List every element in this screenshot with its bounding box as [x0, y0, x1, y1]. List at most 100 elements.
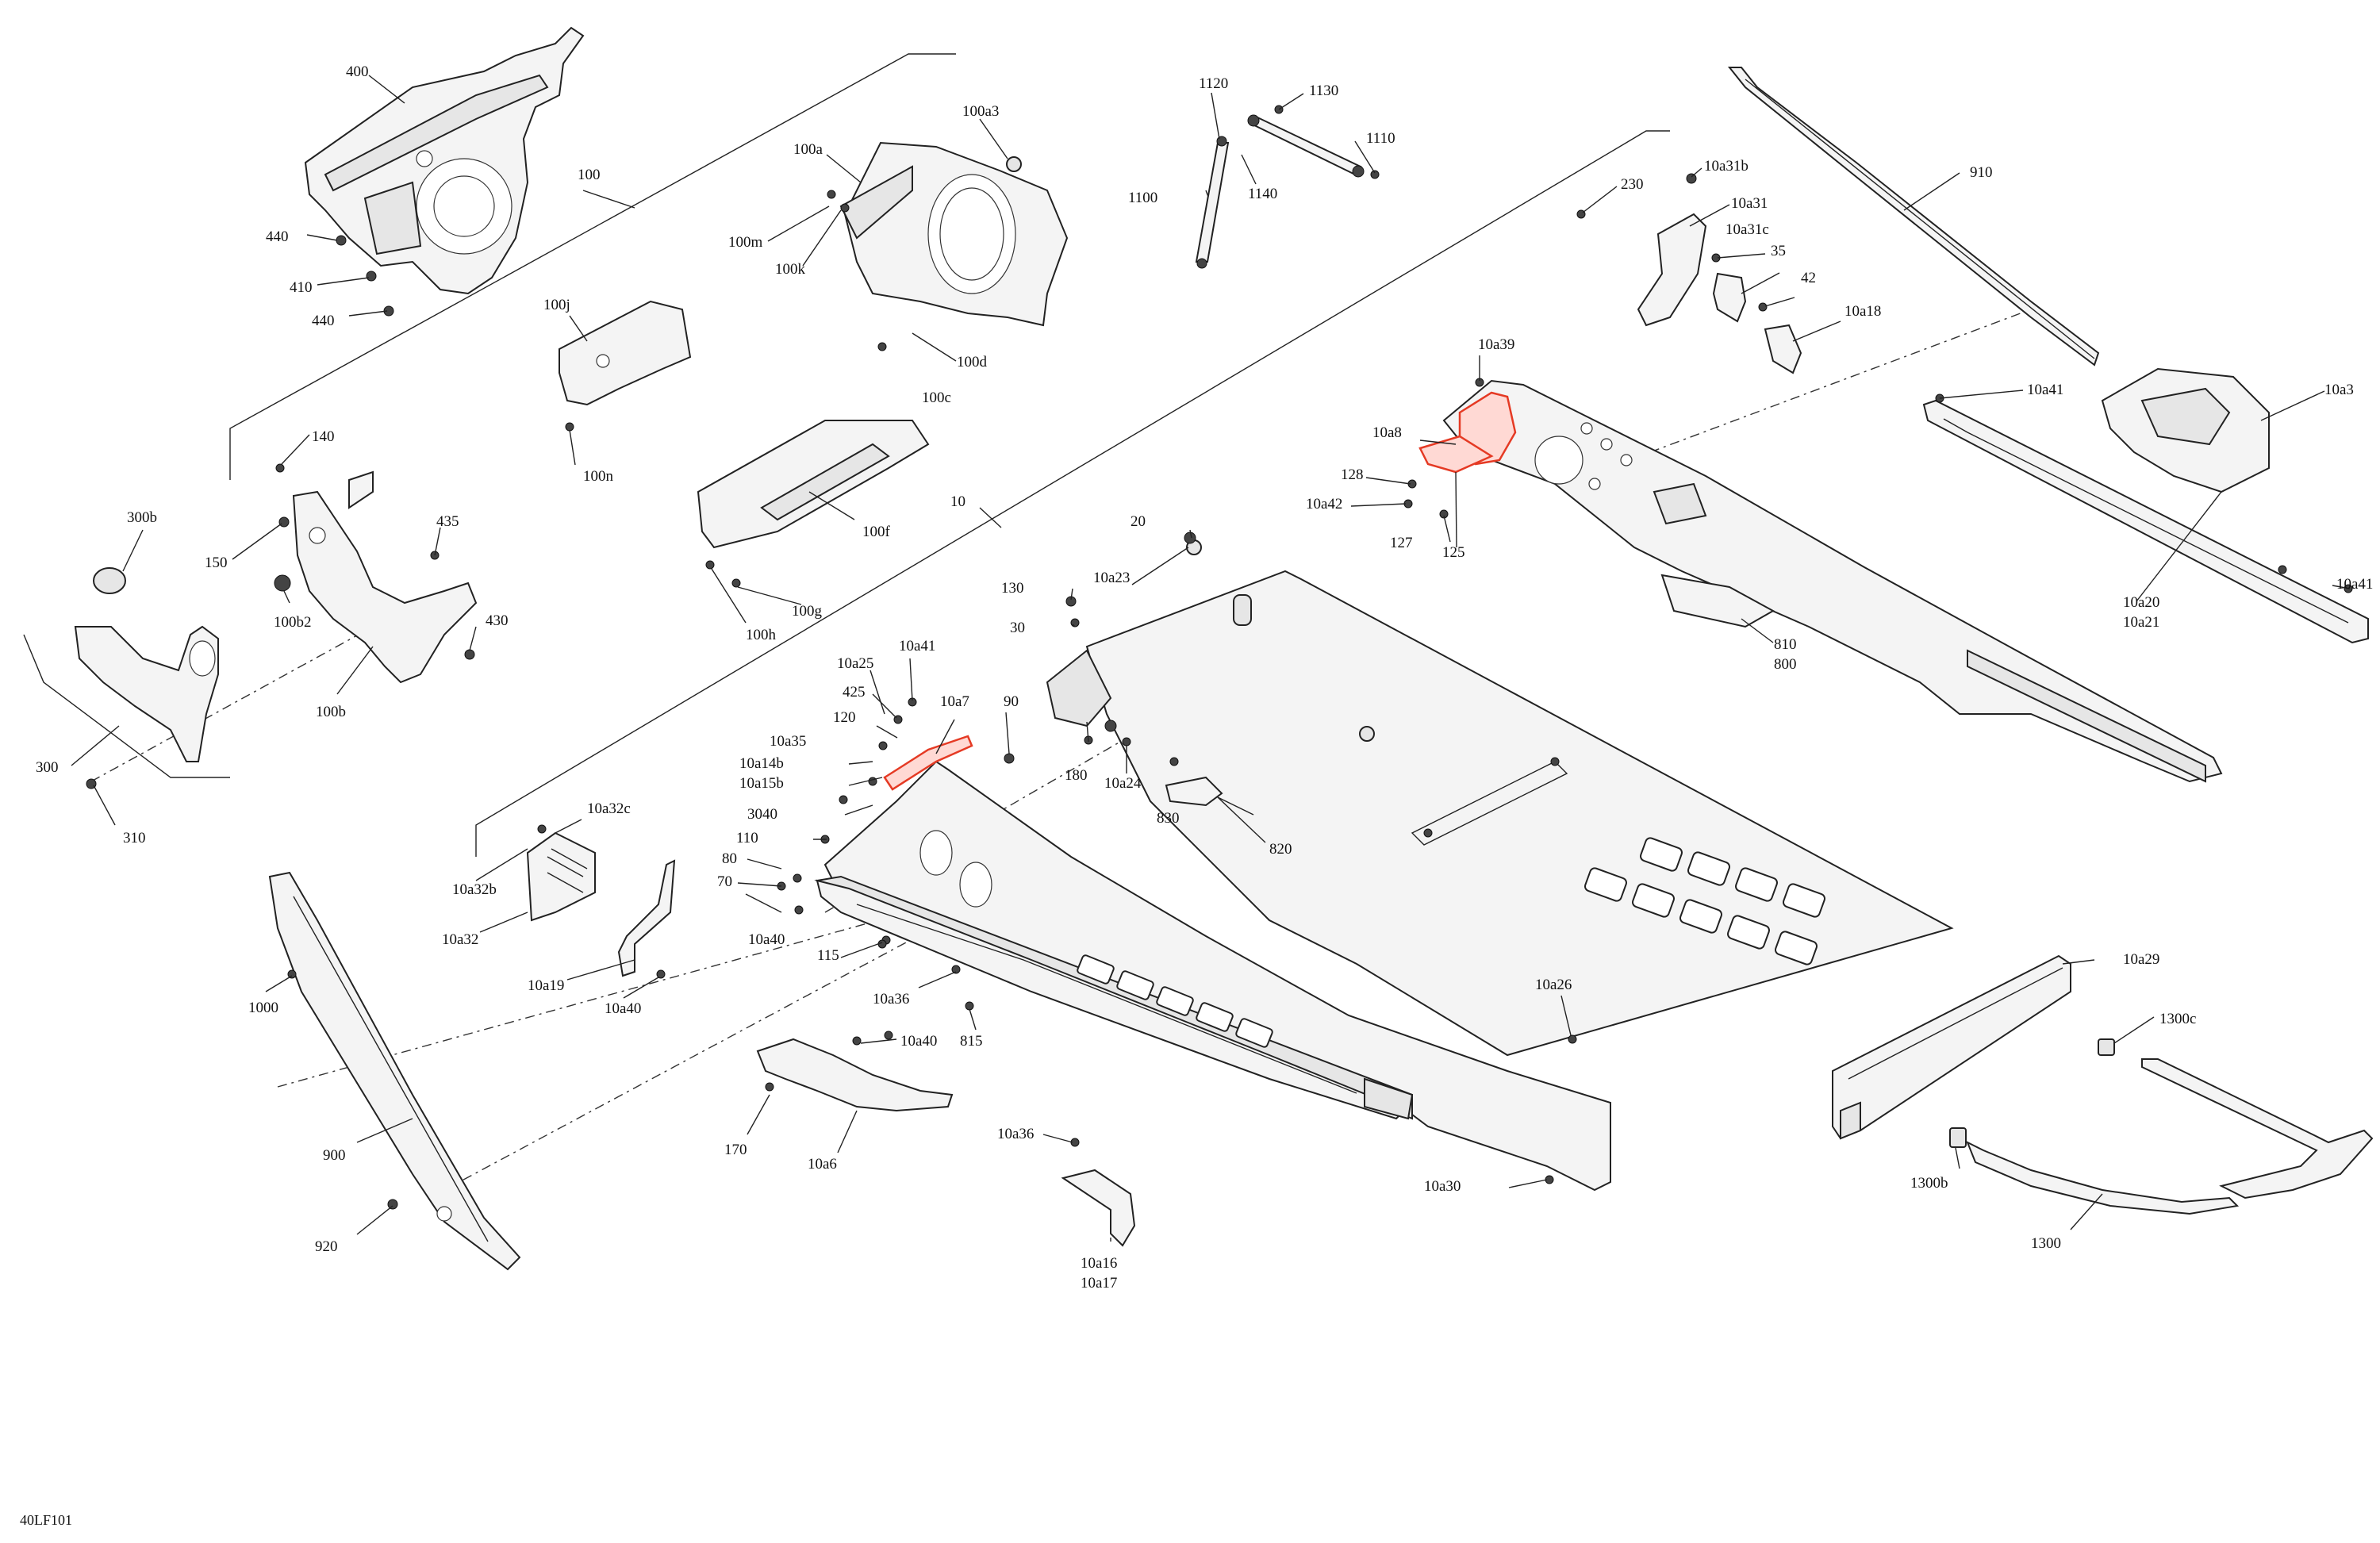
callout-430[interactable]: 430 [486, 612, 509, 629]
callout-100m[interactable]: 100m [728, 234, 763, 251]
callout-1300[interactable]: 1300 [2031, 1235, 2061, 1252]
callout-10a35[interactable]: 10a35 [770, 733, 806, 750]
callout-10a8[interactable]: 10a8 [1372, 424, 1402, 441]
callout-10a21[interactable]: 10a21 [2123, 614, 2159, 631]
callout-10a3[interactable]: 10a3 [2324, 382, 2354, 398]
callout-440[interactable]: 440 [266, 228, 289, 245]
callout-1100[interactable]: 1100 [1128, 190, 1157, 206]
callout-10a24[interactable]: 10a24 [1104, 775, 1142, 792]
callout-100c[interactable]: 100c [922, 390, 951, 406]
callout-42[interactable]: 42 [1801, 270, 1816, 286]
callout-10a40[interactable]: 10a40 [900, 1033, 937, 1050]
callout-128[interactable]: 128 [1341, 466, 1364, 483]
callout-100d[interactable]: 100d [957, 354, 988, 370]
callout-127[interactable]: 127 [1390, 535, 1413, 551]
callout-10a42[interactable]: 10a42 [1306, 496, 1342, 512]
callout-1000[interactable]: 1000 [248, 1000, 278, 1016]
callout-100j[interactable]: 100j [543, 297, 570, 313]
callout-10[interactable]: 10 [950, 493, 965, 510]
callout-1300c[interactable]: 1300c [2159, 1011, 2196, 1027]
callout-80[interactable]: 80 [722, 850, 737, 867]
callout-90[interactable]: 90 [1004, 693, 1019, 710]
callout-170[interactable]: 170 [724, 1142, 747, 1158]
callout-100a3[interactable]: 100a3 [962, 103, 999, 120]
callout-10a36[interactable]: 10a36 [873, 991, 909, 1008]
callout-10a6[interactable]: 10a6 [808, 1156, 837, 1173]
callout-10a7[interactable]: 10a7 [940, 693, 969, 710]
callout-10a16[interactable]: 10a16 [1081, 1255, 1117, 1272]
callout-1130[interactable]: 1130 [1309, 83, 1338, 99]
callout-800[interactable]: 800 [1774, 656, 1797, 673]
callout-400[interactable]: 400 [346, 63, 369, 80]
callout-10a39[interactable]: 10a39 [1478, 336, 1514, 353]
callout-180[interactable]: 180 [1065, 767, 1088, 784]
callout-1300b[interactable]: 1300b [1910, 1175, 1948, 1192]
callout-10a18[interactable]: 10a18 [1844, 303, 1881, 320]
callout-150[interactable]: 150 [205, 555, 228, 571]
callout-10a23[interactable]: 10a23 [1093, 570, 1130, 586]
callout-100[interactable]: 100 [578, 167, 601, 183]
callout-100g[interactable]: 100g [792, 603, 823, 620]
callout-10a29[interactable]: 10a29 [2123, 951, 2159, 968]
callout-10a41[interactable]: 10a41 [2027, 382, 2063, 398]
callout-10a31c[interactable]: 10a31c [1726, 221, 1769, 238]
callout-100b2[interactable]: 100b2 [274, 614, 312, 631]
callout-10a31b[interactable]: 10a31b [1704, 158, 1749, 175]
callout-100h[interactable]: 100h [746, 627, 777, 643]
callout-120[interactable]: 120 [833, 709, 856, 726]
callout-920[interactable]: 920 [315, 1238, 338, 1255]
callout-1120[interactable]: 1120 [1199, 75, 1228, 92]
callout-1110[interactable]: 1110 [1366, 130, 1395, 147]
callout-900[interactable]: 900 [323, 1147, 346, 1164]
callout-130[interactable]: 130 [1001, 580, 1024, 597]
callout-1140[interactable]: 1140 [1248, 186, 1277, 202]
callout-100a[interactable]: 100a [793, 141, 823, 158]
callout-10a36[interactable]: 10a36 [997, 1126, 1034, 1142]
callout-300[interactable]: 300 [36, 759, 59, 776]
callout-20[interactable]: 20 [1130, 513, 1146, 530]
callout-10a32c[interactable]: 10a32c [587, 800, 631, 817]
callout-10a32b[interactable]: 10a32b [452, 881, 497, 898]
callout-100f[interactable]: 100f [862, 524, 891, 540]
callout-435[interactable]: 435 [436, 513, 459, 530]
callout-440[interactable]: 440 [312, 313, 335, 329]
callout-100n[interactable]: 100n [583, 468, 614, 485]
callout-10a14b[interactable]: 10a14b [739, 755, 784, 772]
callout-10a31[interactable]: 10a31 [1731, 195, 1768, 212]
callout-820[interactable]: 820 [1269, 841, 1292, 858]
callout-300b[interactable]: 300b [127, 509, 157, 526]
part-10a3-console [2101, 367, 2270, 493]
callout-labels: 400 100 440 410 440 100a3 100a 100m 100k… [36, 63, 2373, 1292]
callout-910[interactable]: 910 [1970, 164, 1993, 181]
callout-10a40[interactable]: 10a40 [748, 931, 785, 948]
callout-140[interactable]: 140 [312, 428, 335, 445]
callout-410[interactable]: 410 [290, 279, 313, 296]
callout-3040[interactable]: 3040 [747, 806, 777, 823]
callout-10a26[interactable]: 10a26 [1535, 977, 1572, 993]
callout-10a19[interactable]: 10a19 [528, 977, 564, 994]
callout-310[interactable]: 310 [123, 830, 146, 846]
callout-125[interactable]: 125 [1442, 544, 1465, 561]
callout-100k[interactable]: 100k [775, 261, 806, 278]
callout-830[interactable]: 830 [1157, 810, 1180, 827]
callout-815[interactable]: 815 [960, 1033, 983, 1050]
callout-10a41[interactable]: 10a41 [899, 638, 935, 654]
callout-100b[interactable]: 100b [316, 704, 346, 720]
callout-10a32[interactable]: 10a32 [442, 931, 478, 948]
callout-10a25[interactable]: 10a25 [837, 655, 873, 672]
callout-10a40[interactable]: 10a40 [605, 1000, 641, 1017]
callout-10a20[interactable]: 10a20 [2123, 594, 2159, 611]
callout-30[interactable]: 30 [1010, 620, 1025, 636]
callout-425[interactable]: 425 [843, 684, 866, 700]
diagram-code: 40LF101 [20, 1512, 72, 1528]
callout-10a17[interactable]: 10a17 [1081, 1275, 1117, 1292]
callout-10a30[interactable]: 10a30 [1424, 1178, 1461, 1195]
callout-10a15b[interactable]: 10a15b [739, 775, 784, 792]
callout-115[interactable]: 115 [817, 947, 839, 964]
callout-110[interactable]: 110 [736, 830, 758, 846]
callout-35[interactable]: 35 [1771, 243, 1786, 259]
callout-230[interactable]: 230 [1621, 176, 1644, 193]
callout-10a41[interactable]: 10a41 [2336, 576, 2373, 593]
callout-70[interactable]: 70 [717, 873, 732, 890]
callout-810[interactable]: 810 [1774, 636, 1797, 653]
